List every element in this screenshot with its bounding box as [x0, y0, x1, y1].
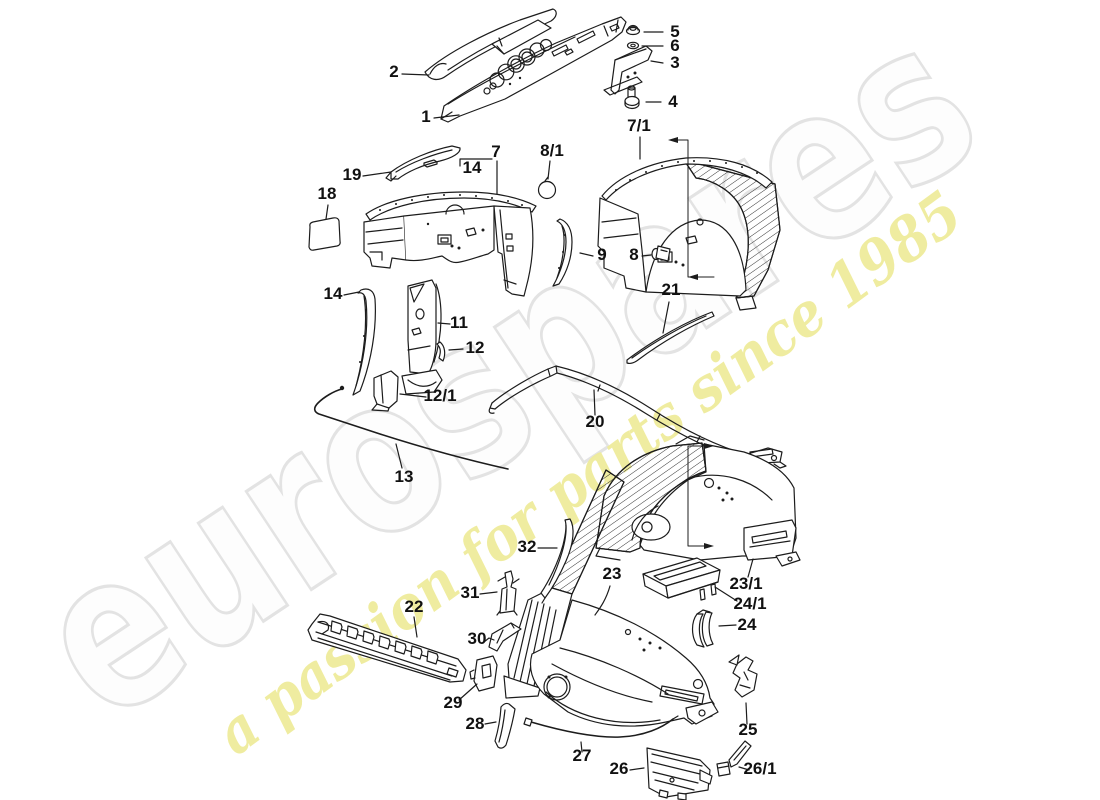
part-label-8: 8 — [629, 245, 638, 264]
part-28-drawing — [494, 702, 516, 749]
part-12-drawing — [436, 341, 446, 362]
part-9-drawing — [552, 218, 573, 287]
part-31-drawing — [496, 570, 520, 616]
part-label-14-left: 14 — [324, 284, 343, 303]
part-11-drawing — [401, 279, 443, 395]
part-label-26-1: 26/1 — [743, 759, 776, 778]
part-label-24: 24 — [738, 615, 757, 634]
part-label-31: 31 — [461, 583, 480, 602]
part-13-drawing — [313, 385, 509, 470]
part-labels: 2 1 5 6 3 4 7/1 19 7 14 8/1 18 9 8 14 11… — [318, 22, 777, 778]
part-8-drawing — [651, 245, 671, 262]
part-12-1-drawing — [371, 370, 399, 412]
part-14-left-drawing — [352, 288, 376, 396]
part-24-1-drawing — [642, 557, 721, 601]
part-21-drawing — [626, 311, 715, 364]
part-label-22: 22 — [405, 597, 424, 616]
part-3-drawing — [603, 45, 653, 96]
part-6-drawing — [626, 41, 640, 50]
part-1-drawing — [440, 16, 627, 123]
part-27-drawing — [523, 715, 679, 738]
part-label-5: 5 — [670, 22, 679, 41]
part-label-14-upper: 14 — [463, 158, 482, 177]
part-30-drawing — [488, 622, 522, 652]
part-label-25: 25 — [739, 720, 758, 739]
part-32-drawing — [540, 518, 574, 604]
part-19-drawing — [385, 145, 461, 182]
part-18-drawing — [308, 217, 341, 251]
part-label-23-1: 23/1 — [729, 574, 762, 593]
part-label-20: 20 — [586, 412, 605, 431]
dimension-line-7-1 — [668, 137, 715, 280]
part-label-2: 2 — [389, 62, 398, 81]
part-label-3: 3 — [670, 53, 679, 72]
part-label-21: 21 — [662, 280, 681, 299]
part-label-32: 32 — [518, 537, 537, 556]
part-label-12-1: 12/1 — [423, 386, 456, 405]
part-label-4: 4 — [668, 92, 678, 111]
part-label-27: 27 — [573, 746, 592, 765]
part-label-30: 30 — [468, 629, 487, 648]
part-label-26: 26 — [610, 759, 629, 778]
part-label-7: 7 — [491, 142, 500, 161]
part-5-drawing — [625, 24, 641, 36]
leader-lines — [325, 31, 754, 771]
part-label-12: 12 — [466, 338, 485, 357]
part-label-24-1: 24/1 — [733, 594, 766, 613]
part-8-1-drawing — [537, 176, 557, 200]
part-label-11: 11 — [450, 313, 468, 332]
part-label-19: 19 — [343, 165, 362, 184]
part-label-8-1: 8/1 — [540, 141, 564, 160]
part-22-drawing — [307, 613, 467, 683]
part-7-drawing — [363, 191, 537, 297]
part-label-7-1: 7/1 — [627, 116, 651, 135]
part-24-drawing — [691, 609, 714, 648]
part-4-drawing — [624, 85, 640, 110]
part-label-13: 13 — [395, 467, 414, 486]
part-26-drawing — [646, 747, 713, 800]
dimension-line-23-1 — [687, 443, 714, 549]
part-29-drawing — [469, 655, 498, 692]
part-label-29: 29 — [444, 693, 463, 712]
part-25-drawing — [728, 654, 758, 698]
part-label-28: 28 — [466, 714, 485, 733]
part-label-1: 1 — [421, 107, 430, 126]
part-label-9: 9 — [597, 245, 606, 264]
part-26-1-drawing — [716, 740, 752, 777]
part-label-18: 18 — [318, 184, 337, 203]
part-2-drawing — [424, 8, 557, 81]
diagram-artwork — [307, 8, 801, 800]
part-7-1-drawing — [597, 157, 781, 311]
part-label-23: 23 — [603, 564, 622, 583]
part-label-6: 6 — [670, 36, 679, 55]
